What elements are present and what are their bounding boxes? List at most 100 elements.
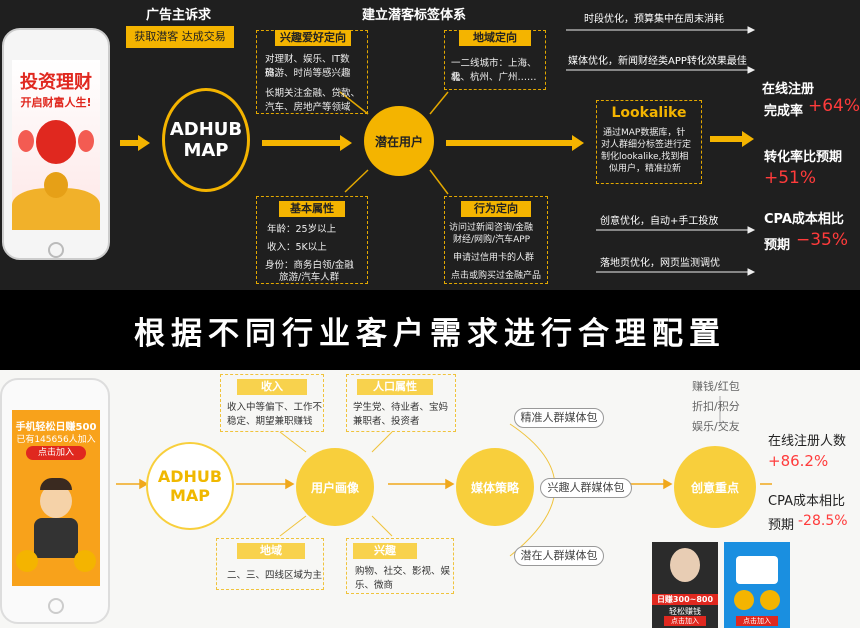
ad1-line2: 轻松赚钱 [669,607,701,616]
population-box: 人口属性 学生党、待业者、宝妈 兼职者、投资者 [346,374,456,432]
bottom-result1-value: +86.2% [768,452,829,470]
lookalike-line1: 通过MAP数据库，针 [603,128,686,138]
behavior-item2: 申请过信用卡的人群 [453,253,535,263]
arrow-shaft [446,140,574,146]
creative-item-1: 赚钱/红包 [692,380,740,393]
character-suit-icon [34,518,78,558]
region-line1: 一二线城市：上海、北 [451,58,537,83]
phone-mockup-bottom: 手机轻松日赚500 已有145656人加入 点击加入 [0,378,110,624]
bottom-result2-line1: CPA成本相比 [768,494,845,509]
behavior-box: 行为定向 访问过新闻咨询/金融 财经/网购/汽车APP 申请过信用卡的人群 点击… [444,196,548,284]
region-tag: 地域定向 [459,30,531,46]
media-strategy-circle: 媒体策略 [456,448,534,526]
result2-value: +51% [764,168,817,188]
population-tag: 人口属性 [357,379,433,395]
basic-income: 收入：5K以上 [267,242,327,253]
adhub-line2: MAP [183,140,229,161]
region-line2: 极、杭州、广州…… [451,72,537,83]
income-line1: 收入中等偏下、工作不 [227,402,323,413]
pill-interest: 兴趣人群媒体包 [540,478,632,498]
lookalike-line4: 似用户，精准拉新 [609,164,682,174]
bottom-result2-value: -28.5% [798,513,848,529]
result1-line2: 完成率 [764,104,804,119]
lookalike-box: Lookalike 通过MAP数据库，针 对人群细分标签进行定 制化lookal… [596,100,702,184]
ad-thumbnail-2[interactable]: 点击加入 [724,542,790,628]
interest-line2: 旅游、时尚等感兴趣 [265,68,351,79]
ad1-button[interactable]: 点击加入 [664,616,706,626]
chat-bubble-icon [736,556,778,584]
result3-value: −35% [796,230,849,250]
creative-item-3: 娱乐/交友 [692,420,740,433]
connector-lines [339,91,449,195]
core-label: 潜在用户 [374,134,423,149]
money-bag-icon [44,172,68,198]
basic-identity-line1: 身份：商务白领/金融 [265,260,354,271]
bottom-panel: 手机轻松日赚500 已有145656人加入 点击加入 [0,370,860,628]
adhub-line1: ADHUB [157,467,223,486]
interest-line3: 长期关注金融、贷款、 [265,88,361,99]
result3-line2: 预期 [764,238,791,253]
lookalike-line2: 对人群细分标签进行定 [601,140,692,150]
arrow-right-icon [138,135,150,151]
middle-banner: 根据不同行业客户需求进行合理配置 [0,290,860,370]
balloon-icon [78,130,94,152]
behavior-tag: 行为定向 [461,201,531,217]
phone-mockup-top: 投资理财 开启财富人生! [2,28,110,260]
phone-line2: 已有145656人加入 [16,435,96,445]
arrow-shaft [262,140,342,146]
income-box: 收入 收入中等偏下、工作不 稳定、期望兼职赚钱 [220,374,324,432]
bottom-result1-label: 在线注册人数 [768,434,847,449]
pill-precise: 精准人群媒体包 [514,408,604,428]
basic-age: 年龄：25岁以上 [267,224,337,235]
lookalike-title: Lookalike [611,105,687,121]
interest-line2-bottom: 乐、微商 [355,580,394,591]
home-button-icon[interactable] [48,598,64,614]
basic-identity-line2: 旅游/汽车人群 [279,272,340,283]
money-bag-icon [16,550,38,572]
adhub-line1: ADHUB [169,119,243,140]
coin-icon [760,590,780,610]
arrow-right-icon [742,131,754,147]
phone-title: 投资理财 [20,72,92,93]
creative-focus-circle: 创意重点 [674,446,756,528]
interest-tag: 兴趣爱好定向 [275,30,351,46]
ad-demand-title: 广告主诉求 [146,8,212,23]
income-tag: 收入 [237,379,307,395]
behavior-item1-line2: 财经/网购/汽车APP [453,235,531,245]
creative-item-2: 折扣/积分 [692,400,740,413]
population-line1: 学生党、待业者、宝妈 [353,402,449,413]
ad2-button[interactable]: 点击加入 [736,616,778,626]
region-box: 地域定向 一二线城市：上海、北 极、杭州、广州…… [444,30,546,90]
adhub-line2: MAP [169,486,211,505]
region-line1-bottom: 二、三、四线区域为主 [227,570,323,581]
pill-potential: 潜在人群媒体包 [514,546,604,566]
phone-screen-bottom: 手机轻松日赚500 已有145656人加入 点击加入 [12,410,100,586]
behavior-item1-line1: 访问过新闻咨询/金融 [449,223,534,233]
phone-join-button[interactable]: 点击加入 [26,446,86,460]
interest-box: 兴趣爱好定向 对理财、娱乐、IT数码、 旅游、时尚等感兴趣 长期关注金融、贷款、… [256,30,368,114]
home-button-icon[interactable] [48,242,64,258]
region-box-bottom: 地域 二、三、四线区域为主 [216,538,324,590]
top-panel: 投资理财 开启财富人生! 广告主诉求 获取潜客 达成交易 建立潜客标签体系 AD… [0,0,860,290]
coin-icon [734,590,754,610]
arrow-right-icon [572,135,584,151]
basic-attributes-box: 基本属性 年龄：25岁以上 收入：5K以上 身份：商务白领/金融 旅游/汽车人群 [256,196,368,284]
result2-line1: 转化率比预期 [764,150,843,165]
result3-line1: CPA成本相比 [764,212,844,227]
user-portrait-circle: 用户画像 [296,448,374,526]
ad-thumbnail-1[interactable]: 日赚300~800 轻松赚钱 点击加入 [652,542,718,628]
opt-media: 媒体优化，新闻财经类APP转化效果最佳 [568,56,747,67]
interest-line1: 对理财、娱乐、IT数码、 [265,54,350,79]
adhub-map-circle-bottom: ADHUB MAP [146,442,234,530]
opt-creative: 创意优化，自动+手工投放 [600,216,719,227]
potential-users-circle: 潜在用户 [364,106,434,176]
adhub-map-circle: ADHUB MAP [162,88,250,192]
interest-tag-bottom: 兴趣 [353,543,417,559]
person-photo-icon [670,548,700,582]
money-bag-icon [74,550,96,572]
phone-subtitle: 开启财富人生! [20,96,92,109]
character-hair-icon [40,478,72,490]
arrow-right-icon [340,135,352,151]
balloon-icon [36,120,76,164]
lookalike-line3: 制化lookalike,找到相 [601,152,689,162]
